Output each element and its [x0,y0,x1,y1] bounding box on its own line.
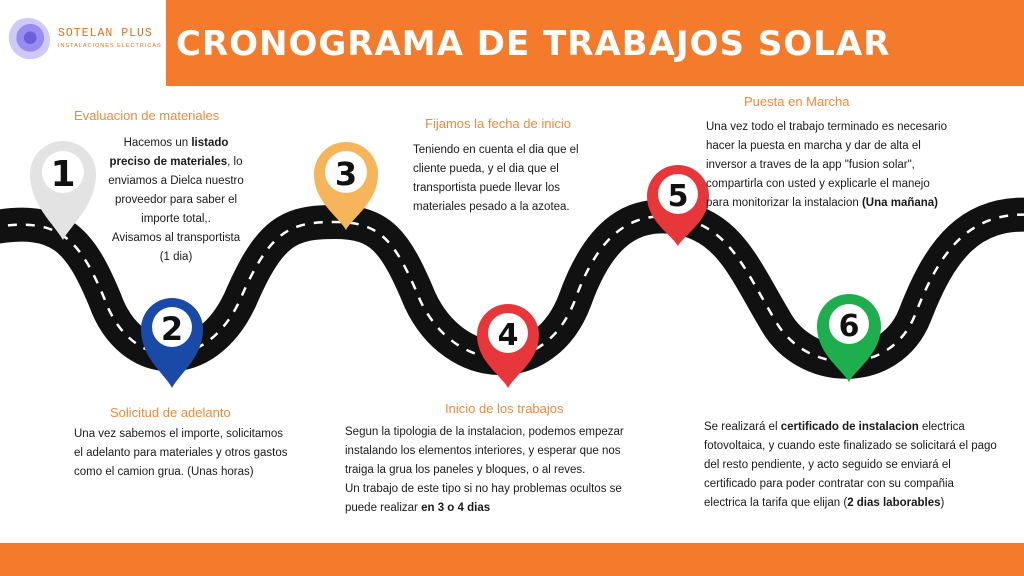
page-title: CRONOGRAMA DE TRABAJOS SOLAR [176,24,891,64]
pin-step-6: 6 [817,294,881,382]
step-1-heading: Evaluacion de materiales [74,108,220,123]
pin-step-1: 1 [30,141,96,240]
logo-subtitle: INSTALACIONES ELECTRICAS [58,43,162,49]
pin-step-5: 5 [647,165,709,246]
pin-number: 5 [668,179,689,214]
footer-bar [0,543,1024,576]
step-4-text: Segun la tipologia de la instalacion, po… [345,426,624,514]
pin-number: 3 [335,155,357,193]
step-6-text: Se realizará el certificado de instalaci… [704,421,997,509]
step-3-heading: Fijamos la fecha de inicio [425,116,571,131]
step-5-text: Una vez todo el trabajo terminado es nec… [706,121,948,209]
pin-number: 6 [839,309,860,344]
pin-step-2: 2 [141,298,203,388]
pin-number: 4 [498,318,519,353]
step-2-text: Una vez sabemos el importe, solicitamos … [74,428,288,478]
step-4-heading: Inicio de los trabajos [445,401,564,416]
pin-number: 1 [50,154,75,195]
logo: SOTELAN PLUS INSTALACIONES ELECTRICAS [0,0,166,86]
header-bar [0,0,1024,86]
pin-step-3: 3 [314,142,378,230]
pin-number: 2 [161,310,183,348]
logo-name: SOTELAN PLUS [58,27,153,40]
pin-step-4: 4 [477,304,539,388]
step-1-text: Hacemos un listado preciso de materiales… [108,137,244,263]
step-5-heading: Puesta en Marcha [744,94,850,109]
logo-globe-icon [6,18,50,62]
step-2-heading: Solicitud de adelanto [110,405,231,420]
step-3-text: Teniendo en cuenta el dia que el cliente… [413,144,579,213]
